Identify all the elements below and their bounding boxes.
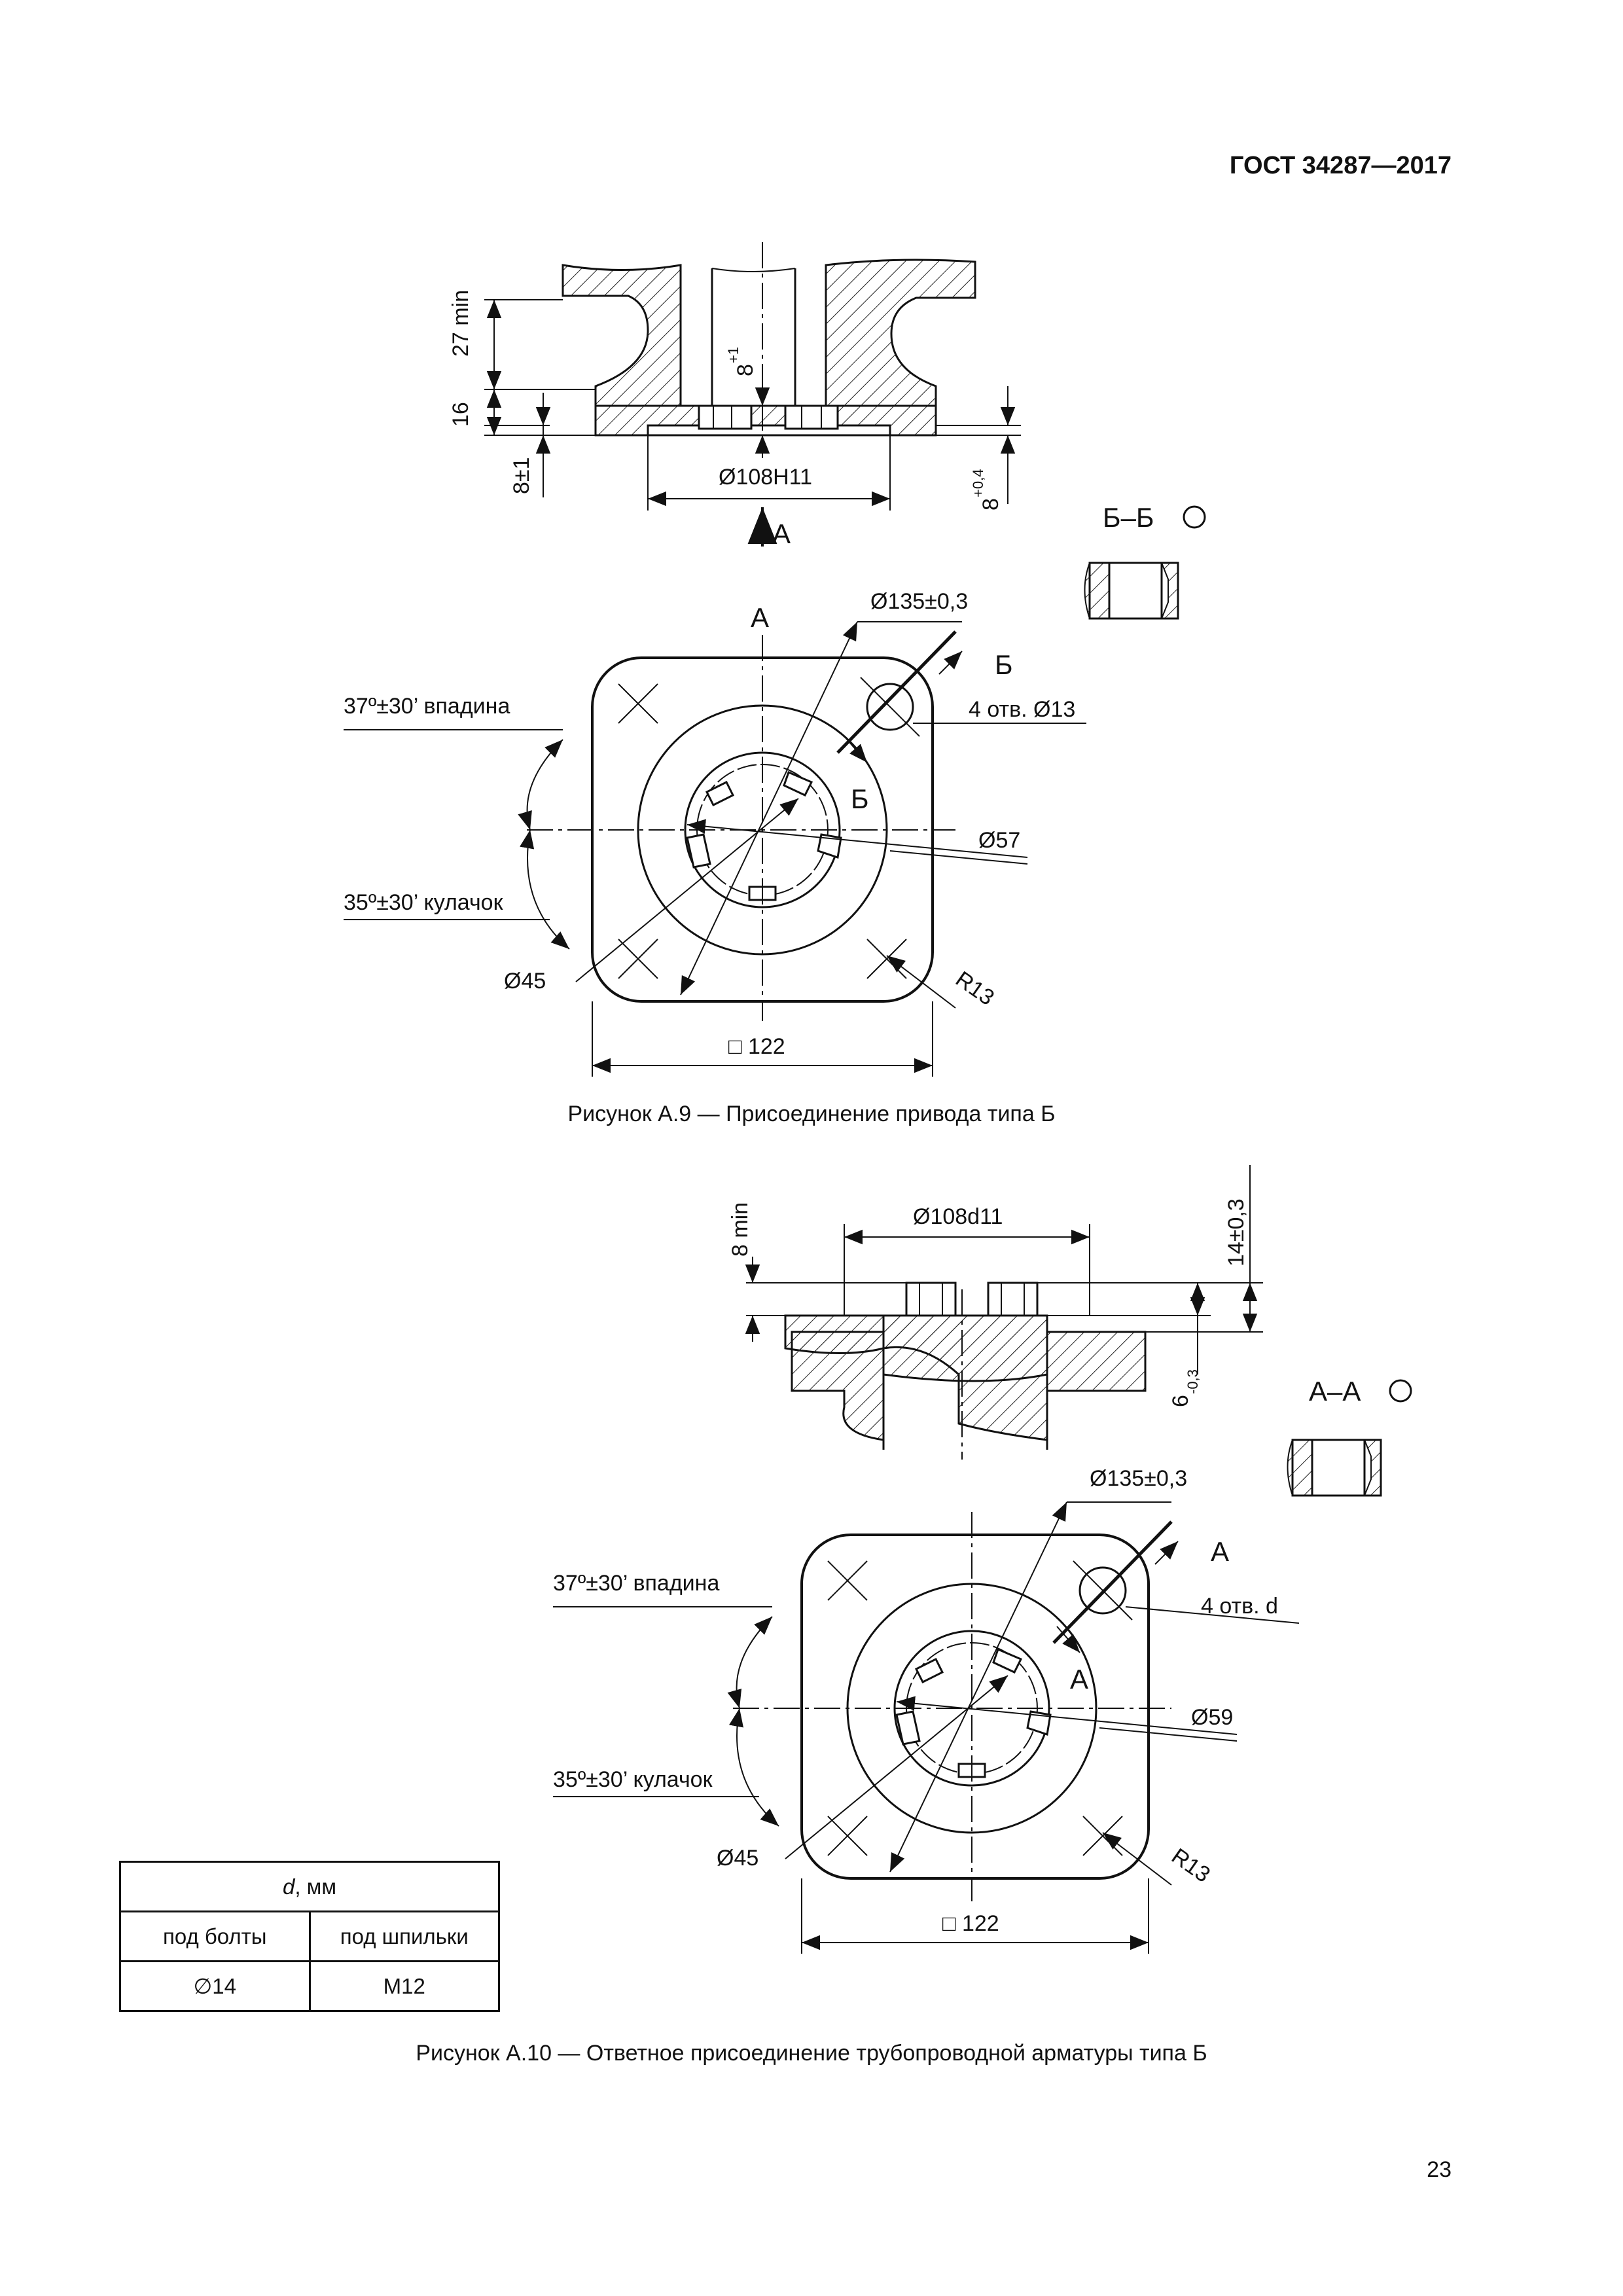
table-col-studs: под шпильки bbox=[308, 1910, 500, 1962]
holes-label: 4 отв. Ø13 bbox=[969, 697, 1075, 722]
fig1-section bbox=[484, 242, 1021, 547]
dim-8-04-tol: +0,4 bbox=[970, 469, 986, 497]
section-mark-b-2: Б bbox=[851, 783, 869, 814]
table-val-bolts: ∅14 bbox=[119, 1960, 311, 2012]
dim-bore-2: Ø108d11 bbox=[913, 1204, 1003, 1229]
d57-label: Ø57 bbox=[978, 828, 1020, 853]
dim-8min: 8 min bbox=[728, 1202, 753, 1257]
view-letter: А bbox=[772, 518, 791, 549]
figure-a9-caption: Рисунок А.9 — Присоединение привода типа… bbox=[567, 1102, 1056, 1126]
view-a-label: А bbox=[751, 602, 769, 633]
dim-8-sup-tol: +1 bbox=[725, 347, 741, 363]
d45-label-2: Ø45 bbox=[717, 1846, 758, 1871]
angle-slot-label: 37º±30’ впадина bbox=[344, 694, 510, 719]
section-bb-title: Б–Б bbox=[1103, 502, 1154, 533]
square-label-2: □ 122 bbox=[942, 1911, 999, 1936]
table-val-studs: М12 bbox=[308, 1960, 500, 2012]
standard-header: ГОСТ 34287—2017 bbox=[1229, 152, 1452, 179]
d59-label: Ø59 bbox=[1191, 1705, 1233, 1730]
fig2-view bbox=[553, 1501, 1300, 1954]
table-col-bolts: под болты bbox=[119, 1910, 311, 1962]
holes-label-2: 4 отв. d bbox=[1201, 1594, 1278, 1619]
section-mark-b: Б bbox=[995, 649, 1013, 680]
dim-bore: Ø108Н11 bbox=[719, 465, 812, 490]
table-title: d, мм bbox=[119, 1861, 500, 1912]
fig2-detail-section bbox=[1287, 1379, 1412, 1497]
section-aa-title: А–А bbox=[1309, 1376, 1361, 1407]
section-mark-a: А bbox=[1211, 1536, 1229, 1567]
dim-6: 6 bbox=[1168, 1395, 1193, 1407]
dim-16: 16 bbox=[448, 402, 473, 427]
dim-8-04: 8 bbox=[978, 498, 1003, 511]
r13-label-2: R13 bbox=[1167, 1844, 1215, 1888]
dim-27min: 27 min bbox=[448, 290, 473, 357]
page-number: 23 bbox=[1427, 2157, 1452, 2182]
d45-label: Ø45 bbox=[504, 969, 546, 994]
dim-8pm1: 8±1 bbox=[509, 457, 534, 494]
square-label: □ 122 bbox=[728, 1034, 785, 1059]
table-title-unit: , мм bbox=[294, 1874, 337, 1899]
angle-cam-label-2: 35º±30’ кулачок bbox=[553, 1767, 713, 1792]
pcd-label-2: Ø135±0,3 bbox=[1090, 1466, 1187, 1491]
angle-slot-label-2: 37º±30’ впадина bbox=[553, 1571, 719, 1596]
dim-6-tol: -0,3 bbox=[1185, 1369, 1201, 1394]
fig1-view bbox=[344, 621, 1086, 1077]
dim-14: 14±0,3 bbox=[1224, 1198, 1249, 1266]
table-title-symbol: d bbox=[282, 1874, 295, 1899]
pcd-label: Ø135±0,3 bbox=[870, 589, 968, 614]
fig1-detail-section bbox=[1084, 505, 1206, 620]
r13-label: R13 bbox=[951, 967, 999, 1011]
fig2-section bbox=[745, 1165, 1263, 1460]
angle-cam-label: 35º±30’ кулачок bbox=[344, 890, 504, 915]
figure-a10-caption: Рисунок А.10 — Ответное присоединение тр… bbox=[416, 2041, 1207, 2066]
section-mark-a-2: А bbox=[1070, 1664, 1088, 1695]
dim-8-sup: 8 bbox=[733, 364, 758, 376]
d-table: d, мм под болты под шпильки ∅14 М12 bbox=[119, 1861, 500, 2012]
